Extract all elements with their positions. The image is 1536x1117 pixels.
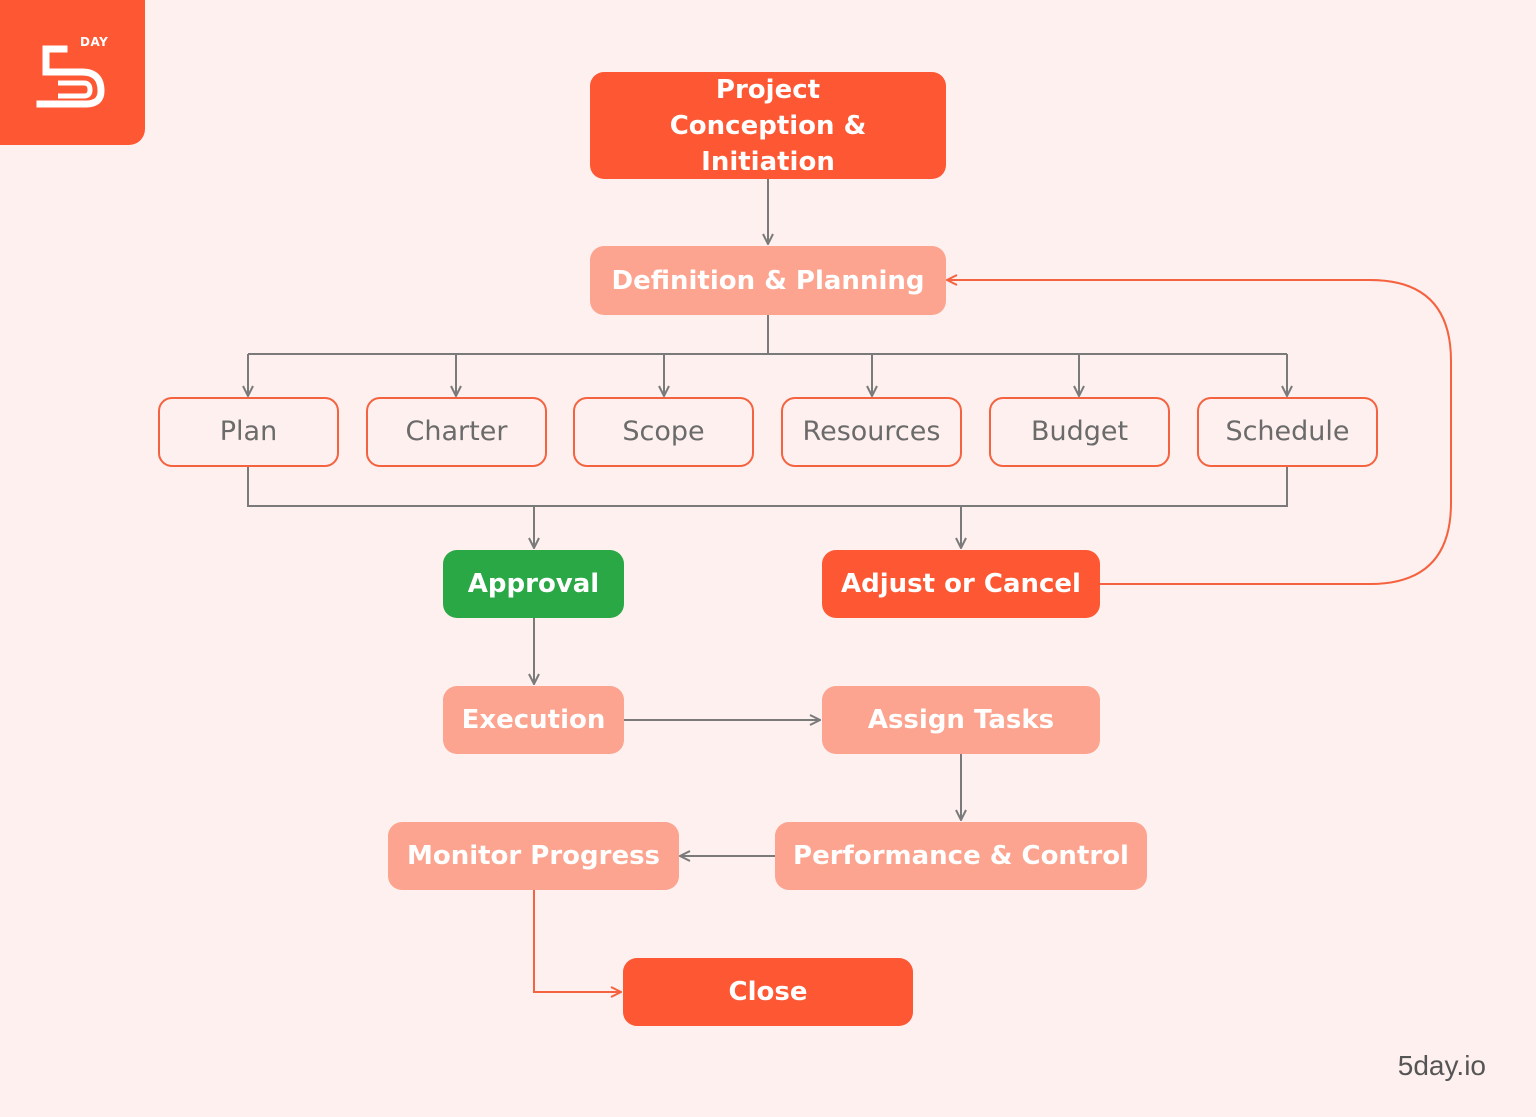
assign-node: Assign Tasks [822,686,1100,754]
logo-day-text: DAY [80,35,109,49]
conception-node: Project Conception & Initiation [590,72,946,179]
assign-label: Assign Tasks [867,705,1055,735]
brand-logo: DAY [0,0,145,145]
schedule-label: Schedule [1225,416,1350,447]
definition-node: Definition & Planning [590,246,946,315]
charter-node: Charter [366,397,547,467]
footer-url: 5day.io [1397,1050,1486,1081]
schedule-node: Schedule [1197,397,1378,467]
approval-label: Approval [467,569,600,599]
five-logo-icon [36,45,105,108]
monitor-to-close-arrow [533,890,621,992]
execution-label: Execution [461,705,606,735]
adjust-node: Adjust or Cancel [822,550,1100,618]
budget-label: Budget [1030,416,1129,447]
scope-label: Scope [622,416,705,447]
conception-label: Project Conception & Initiation [669,74,867,177]
definition-label: Definition & Planning [611,265,925,296]
adjust-loop-back-arrow [947,280,1452,585]
resources-node: Resources [781,397,962,467]
close-label: Close [728,977,808,1007]
performance-label: Performance & Control [793,841,1129,871]
execution-node: Execution [443,686,624,754]
adjust-label: Adjust or Cancel [841,569,1081,599]
merge-bus [247,467,1288,507]
plan-label: Plan [219,416,278,447]
resources-label: Resources [802,416,941,447]
charter-label: Charter [405,416,508,447]
budget-node: Budget [989,397,1170,467]
scope-node: Scope [573,397,754,467]
close-node: Close [623,958,913,1026]
monitor-label: Monitor Progress [406,841,661,871]
monitor-node: Monitor Progress [388,822,679,890]
plan-node: Plan [158,397,339,467]
approval-node: Approval [443,550,624,618]
performance-node: Performance & Control [775,822,1147,890]
